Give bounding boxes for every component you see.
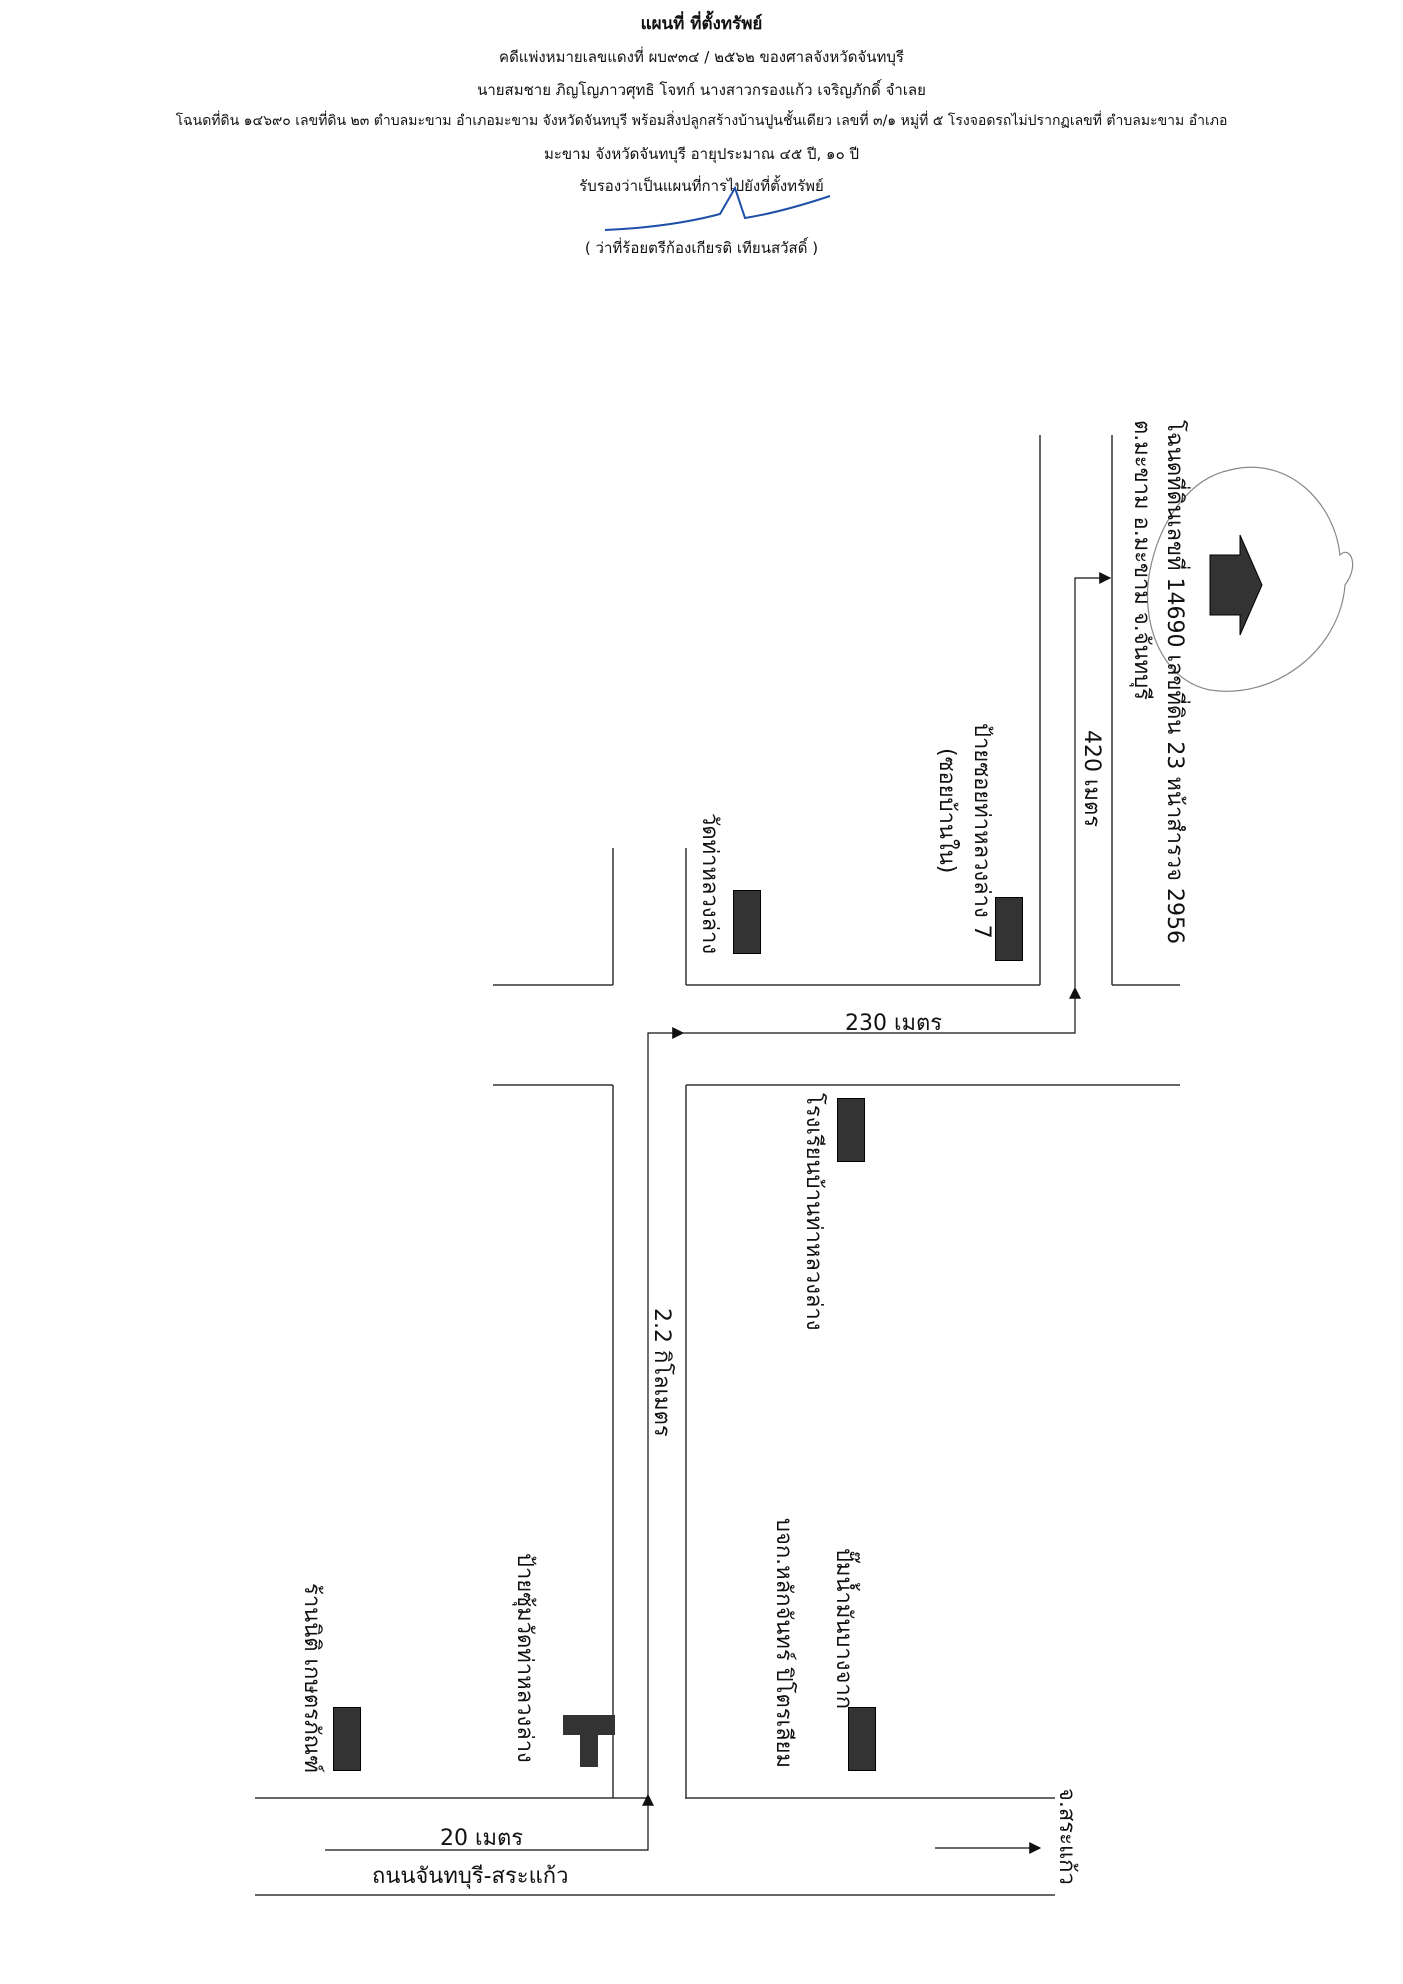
route-arrow-20m xyxy=(325,1793,654,1851)
route-arrow-420m xyxy=(1074,572,1112,988)
map-title: แผนที่ ที่ตั้งทรัพย์ xyxy=(640,14,763,34)
signer-name: ( ว่าที่ร้อยตรีก้องเกียรติ เทียนสวัสดิ์ … xyxy=(584,239,819,257)
to-sakaeo-label: จ.สระแก้ว xyxy=(1054,1788,1079,1885)
gas-station-label-2: บจก.หลักจันทร์ ปิโตรเลียม xyxy=(771,1518,796,1768)
soi-sign-label: ป้ายซอยท่าหลวงล่าง 7 xyxy=(969,723,994,939)
route-arrow-230m xyxy=(683,986,1081,1034)
route-arrow-2-2km xyxy=(647,1027,685,1795)
deed-label-1: โฉนดที่ดินเลขที่ 14690 เลขที่ดิน 23 หน้า… xyxy=(1162,420,1187,945)
temple-building xyxy=(733,890,761,954)
property-house-arrow xyxy=(1209,534,1263,636)
parties: นายสมชาย ภิญโญภาวศุทธิ โจทก์ นางสาวกรองแ… xyxy=(477,81,926,99)
gas-station-label-1: ปั๊มน้ำมันบางจาก xyxy=(831,1548,856,1710)
temple-sign-label: ป้ายซุ้มวัดท่าหลวงล่าง xyxy=(512,1553,537,1763)
shop-building xyxy=(333,1707,361,1771)
signature xyxy=(604,185,831,231)
property-circle xyxy=(1146,466,1354,692)
gas-station-building xyxy=(848,1707,876,1771)
school-building xyxy=(837,1098,865,1162)
distance-20m: 20 เมตร xyxy=(440,1826,524,1851)
distance-2-2km: 2.2 กิโลเมตร xyxy=(649,1308,674,1437)
temple-label: วัดท่าหลวงล่าง xyxy=(697,813,722,955)
distance-420m: 420 เมตร xyxy=(1079,730,1104,828)
certification: รับรองว่าเป็นแผนที่การไปยังที่ตั้งทรัพย์ xyxy=(579,177,824,195)
distance-230m: 230 เมตร xyxy=(845,1011,943,1036)
soi-sign-alt-label: (ซอยบ้านใน) xyxy=(934,748,959,874)
property-description: โฉนดที่ดิน ๑๔๖๙๐ เลขที่ดิน ๒๓ ตำบลมะขาม … xyxy=(175,113,1228,129)
temple-sign-post xyxy=(580,1733,598,1767)
deed-label-2: ต.มะขาม อ.มะขาม จ.จันทบุรี xyxy=(1129,420,1154,700)
property-description-cont: มะขาม จังหวัดจันทบุรี อายุประมาณ ๔๕ ปี, … xyxy=(543,145,860,163)
case-number: คดีแพ่งหมายเลขแดงที่ ผบ๙๓๔ / ๒๕๖๒ ของศาล… xyxy=(499,48,904,66)
main-road-name: ถนนจันทบุรี-สระแก้ว xyxy=(372,1864,569,1889)
soi-sign-building xyxy=(995,897,1023,961)
school-label: โรงเรียนบ้านท่าหลวงล่าง xyxy=(801,1093,826,1331)
shop-label: ร้านนิติ เกษตรภัณฑ์ xyxy=(299,1583,324,1774)
temple-sign-board xyxy=(563,1715,615,1735)
